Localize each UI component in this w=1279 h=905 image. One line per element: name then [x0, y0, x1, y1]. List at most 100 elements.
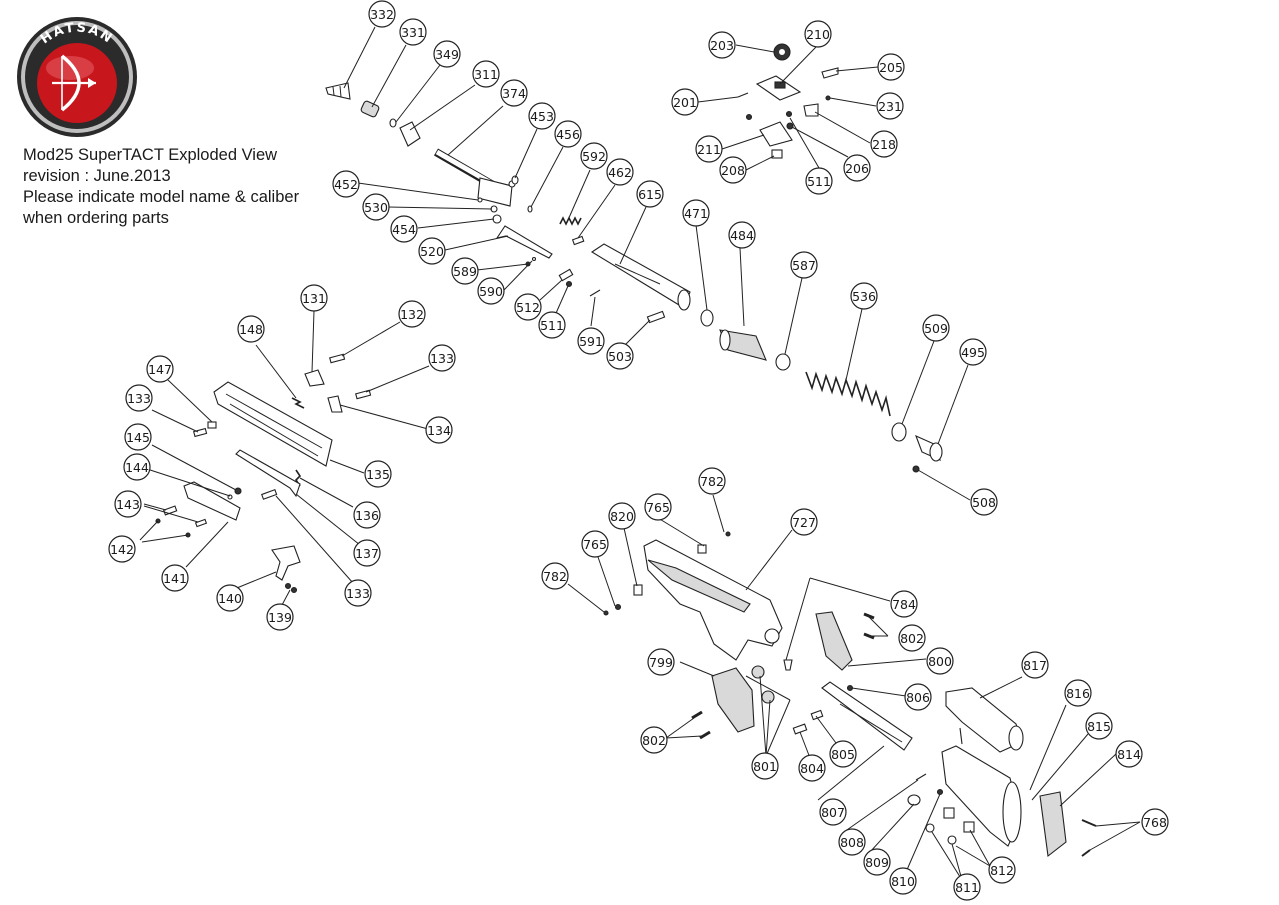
title-line-revision: revision : June.2013 [23, 167, 171, 185]
callout-circle [398, 300, 426, 328]
part-number-label: 765 [646, 500, 670, 515]
callout-circle [647, 648, 675, 676]
part-callout-136: 136 [353, 501, 381, 529]
part-number-label: 135 [366, 467, 390, 482]
part-callout-462: 462 [606, 158, 634, 186]
part-callout-332: 332 [368, 0, 396, 28]
callout-circle [237, 315, 265, 343]
part-callout-331: 331 [399, 18, 427, 46]
part-number-label: 511 [807, 174, 831, 189]
part-callout-811: 811 [953, 873, 981, 901]
part-number-label: 133 [127, 391, 151, 406]
part-number-label: 512 [516, 300, 540, 315]
callout-circle [1085, 712, 1113, 740]
callout-circle [898, 624, 926, 652]
part-callout-454: 454 [390, 215, 418, 243]
part-callout-147: 147 [146, 355, 174, 383]
callout-circle [125, 384, 153, 412]
part-number-label: 141 [163, 571, 187, 586]
callout-circle [922, 314, 950, 342]
part-number-label: 820 [610, 509, 634, 524]
part-callout-349: 349 [433, 40, 461, 68]
part-callout-808: 808 [838, 828, 866, 856]
callout-circle [819, 798, 847, 826]
part-number-label: 349 [435, 47, 459, 62]
part-callout-231: 231 [876, 92, 904, 120]
part-callout-512: 512 [514, 293, 542, 321]
callout-circle [123, 453, 151, 481]
part-number-label: 520 [420, 244, 444, 259]
part-callout-806: 806 [904, 683, 932, 711]
callout-circle [698, 467, 726, 495]
callout-circle [425, 416, 453, 444]
part-number-label: 816 [1066, 686, 1090, 701]
part-number-label: 802 [642, 733, 666, 748]
part-callout-768: 768 [1141, 808, 1169, 836]
callout-circle [514, 293, 542, 321]
callout-circle [124, 423, 152, 451]
part-number-label: 800 [928, 654, 952, 669]
part-number-label: 727 [792, 515, 816, 530]
callout-circle [353, 501, 381, 529]
callout-circle [829, 740, 857, 768]
part-callout-211: 211 [695, 135, 723, 163]
callout-circle [889, 867, 917, 895]
part-number-label: 591 [579, 334, 603, 349]
part-number-label: 484 [730, 228, 754, 243]
part-callout-809: 809 [863, 848, 891, 876]
part-callout-139: 139 [266, 603, 294, 631]
part-callout-143: 143 [114, 490, 142, 518]
callout-circle [1141, 808, 1169, 836]
bow-arrow-icon [52, 54, 96, 112]
part-callout-801: 801 [751, 752, 779, 780]
part-callout-820: 820 [608, 502, 636, 530]
part-number-label: 133 [430, 351, 454, 366]
part-callout-452: 452 [332, 170, 360, 198]
callout-circle [353, 539, 381, 567]
part-callout-511: 511 [805, 167, 833, 195]
callout-circle [877, 53, 905, 81]
rear-sight-parts [737, 43, 839, 159]
callout-circle [719, 156, 747, 184]
part-number-label: 332 [370, 7, 394, 22]
part-callout-201: 201 [671, 88, 699, 116]
callout-circle [970, 488, 998, 516]
part-number-label: 811 [955, 880, 979, 895]
part-number-label: 807 [821, 805, 845, 820]
callout-circle [300, 284, 328, 312]
part-number-label: 454 [392, 222, 416, 237]
part-callout-140: 140 [216, 584, 244, 612]
part-callout-590: 590 [477, 277, 505, 305]
part-number-label: 806 [906, 690, 930, 705]
stock-grip-parts [603, 531, 1097, 858]
callout-circle [953, 873, 981, 901]
callout-circle [428, 344, 456, 372]
part-number-label: 808 [840, 835, 864, 850]
callout-circle [838, 828, 866, 856]
callout-circle [114, 490, 142, 518]
part-number-label: 508 [972, 495, 996, 510]
part-number-label: 134 [427, 423, 451, 438]
part-number-label: 768 [1143, 815, 1167, 830]
part-number-label: 374 [502, 86, 526, 101]
part-callout-210: 210 [804, 20, 832, 48]
part-callout-782: 782 [698, 467, 726, 495]
callout-circle [364, 460, 392, 488]
part-callout-134: 134 [425, 416, 453, 444]
callout-circle [433, 40, 461, 68]
part-callout-536: 536 [850, 282, 878, 310]
part-callout-727: 727 [790, 508, 818, 536]
part-number-label: 147 [148, 362, 172, 377]
part-callout-135: 135 [364, 460, 392, 488]
part-number-label: 231 [878, 99, 902, 114]
callout-circle [332, 170, 360, 198]
part-callout-205: 205 [877, 53, 905, 81]
trigger-group-parts [155, 353, 372, 594]
callout-circle [1115, 740, 1143, 768]
part-number-label: 815 [1087, 719, 1111, 734]
part-number-label: 509 [924, 321, 948, 336]
part-number-label: 132 [400, 307, 424, 322]
leader-lines [139, 26, 1141, 881]
part-callout-615: 615 [636, 180, 664, 208]
part-number-label: 456 [556, 127, 580, 142]
